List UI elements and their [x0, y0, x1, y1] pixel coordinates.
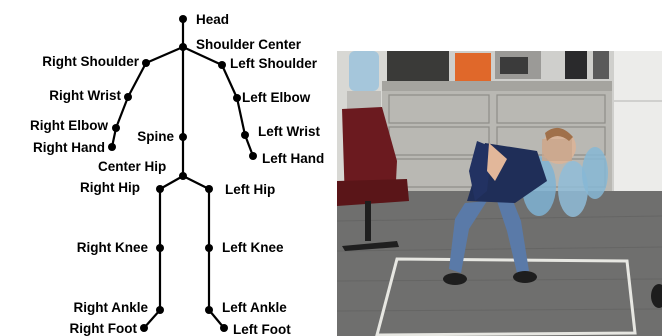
child-bending-photo [337, 51, 662, 336]
joint-left-knee [205, 244, 213, 252]
label-right-hand: Right Hand [33, 140, 105, 155]
joint-left-wrist [241, 131, 249, 139]
joint-shoulder-center [179, 43, 187, 51]
joint-right-foot [140, 324, 148, 332]
joint-right-wrist [124, 93, 132, 101]
label-shoulder-center: Shoulder Center [196, 37, 302, 52]
joint-center-hip [179, 172, 187, 180]
label-right-shoulder: Right Shoulder [42, 54, 139, 69]
joint-right-knee [156, 244, 164, 252]
joint-right-hand [108, 143, 116, 151]
label-right-knee: Right Knee [77, 240, 149, 255]
label-center-hip: Center Hip [98, 159, 166, 174]
joint-left-hip [205, 185, 213, 193]
joint-left-foot [220, 324, 228, 332]
label-left-hand: Left Hand [262, 151, 324, 166]
joint-head [179, 15, 187, 23]
label-left-knee: Left Knee [222, 240, 284, 255]
label-left-ankle: Left Ankle [222, 300, 287, 315]
joint-right-elbow [112, 124, 120, 132]
joint-right-ankle [156, 306, 164, 314]
label-right-elbow: Right Elbow [30, 118, 108, 133]
label-spine: Spine [137, 129, 174, 144]
label-left-shoulder: Left Shoulder [230, 56, 318, 71]
joint-left-hand [249, 152, 257, 160]
label-left-foot: Left Foot [233, 322, 291, 336]
label-head: Head [196, 12, 229, 27]
label-right-ankle: Right Ankle [73, 300, 148, 315]
label-left-hip: Left Hip [225, 182, 275, 197]
joint-right-shoulder [142, 59, 150, 67]
label-left-elbow: Left Elbow [242, 90, 311, 105]
label-left-wrist: Left Wrist [258, 124, 321, 139]
joint-left-shoulder [218, 61, 226, 69]
skeleton-diagram: Head Shoulder Center Right Shoulder Left… [0, 0, 337, 336]
joint-right-hip [156, 185, 164, 193]
label-right-wrist: Right Wrist [49, 88, 121, 103]
label-right-foot: Right Foot [70, 321, 138, 336]
joint-left-elbow [233, 94, 241, 102]
joint-spine [179, 133, 187, 141]
skeleton-labels: Head Shoulder Center Right Shoulder Left… [30, 12, 324, 336]
label-right-hip: Right Hip [80, 180, 140, 195]
joint-left-ankle [205, 306, 213, 314]
